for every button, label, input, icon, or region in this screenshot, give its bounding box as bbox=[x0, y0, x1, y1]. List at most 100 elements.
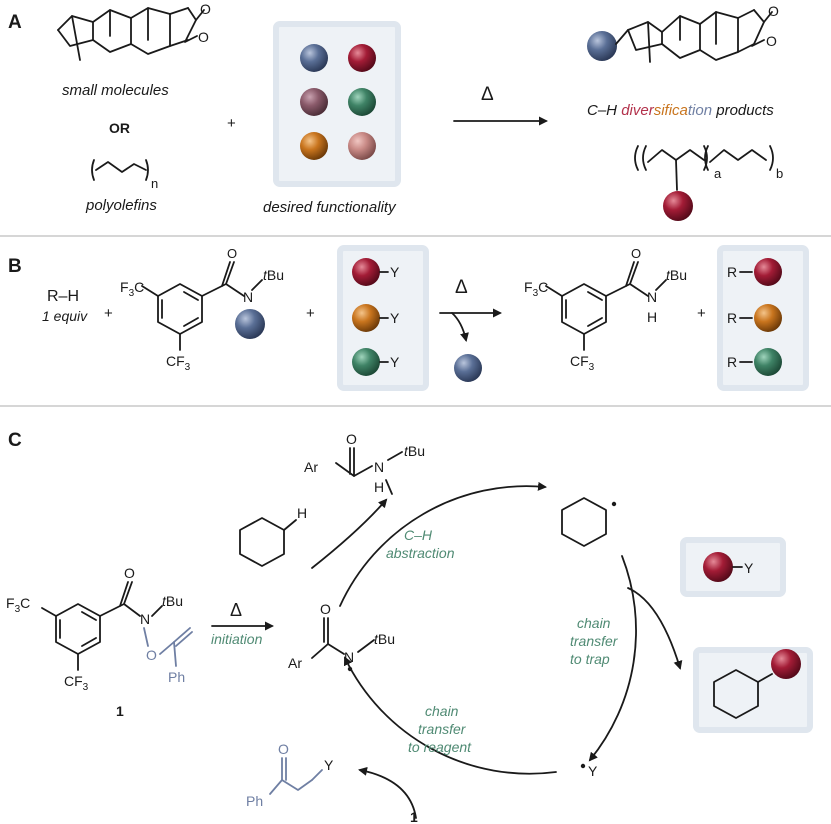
chain-reagent-3: to reagent bbox=[408, 739, 472, 755]
init-o-ether: O bbox=[146, 647, 157, 663]
ball-blue bbox=[300, 44, 328, 72]
ball-orange bbox=[300, 132, 328, 160]
initiator-aryl bbox=[41, 581, 163, 671]
cyclohexane-h bbox=[239, 517, 297, 567]
r-3: R bbox=[727, 354, 737, 370]
amide-o: O bbox=[227, 246, 237, 261]
y-radical-label: Y bbox=[588, 763, 598, 779]
ball-green bbox=[348, 88, 376, 116]
product-ball-green-b bbox=[754, 348, 782, 376]
lactone-o-ring: O bbox=[198, 29, 209, 45]
product-h: H bbox=[647, 309, 657, 325]
top-amide bbox=[335, 447, 403, 495]
panel-label-a: A bbox=[8, 12, 22, 33]
trap-ball-green bbox=[352, 348, 380, 376]
init-f3c: F3C bbox=[6, 595, 30, 615]
product-f3c: F3C bbox=[524, 279, 548, 299]
top-amide-n: N bbox=[374, 459, 384, 475]
product-lactone-o-ring: O bbox=[766, 33, 777, 49]
equiv-label: 1 equiv bbox=[42, 308, 88, 324]
delta-b: Δ bbox=[455, 277, 468, 298]
abstraction-arrow bbox=[311, 498, 388, 569]
chain-trap-2: transfer bbox=[570, 633, 619, 649]
amide-n: N bbox=[243, 289, 253, 305]
cycle-arc-top bbox=[339, 481, 547, 607]
lactone-o-top: O bbox=[200, 1, 211, 17]
rh-label: R–H bbox=[47, 288, 79, 305]
steroid-skeleton-right bbox=[615, 9, 773, 63]
released-ball-blue bbox=[454, 354, 482, 382]
ch-abstraction-1: C–H bbox=[404, 527, 433, 543]
trap-y2: Y bbox=[390, 310, 400, 326]
polymer-ball-red bbox=[663, 191, 693, 221]
top-amide-tbu: tBu bbox=[404, 443, 425, 459]
cycle-arc-bottom bbox=[344, 656, 557, 775]
cyclohexyl-radical bbox=[561, 497, 607, 547]
reagent-1-bottom: 1 bbox=[410, 809, 418, 824]
amidyl-tbu: tBu bbox=[374, 631, 395, 647]
product-o: O bbox=[631, 246, 641, 261]
trap-arrow bbox=[627, 587, 683, 670]
functionalized-polymer bbox=[634, 145, 774, 191]
top-amide-ar: Ar bbox=[304, 459, 318, 475]
product-lactone-o-top: O bbox=[768, 3, 779, 19]
amidyl-o: O bbox=[320, 601, 331, 617]
amide-product bbox=[545, 261, 667, 351]
r-1: R bbox=[727, 264, 737, 280]
steroid-skeleton-left bbox=[57, 7, 205, 61]
cycle-arc-right bbox=[588, 555, 637, 762]
functionality-box bbox=[273, 21, 401, 187]
cycle-product-ball bbox=[771, 649, 801, 679]
desired-functionality-label: desired functionality bbox=[263, 199, 397, 216]
product-tbu: tBu bbox=[666, 267, 687, 283]
trap-ball-orange bbox=[352, 304, 380, 332]
ball-red bbox=[348, 44, 376, 72]
or-label: OR bbox=[109, 120, 130, 136]
initiator-enol bbox=[143, 627, 193, 667]
trap-y3: Y bbox=[390, 354, 400, 370]
init-cf3: CF3 bbox=[64, 673, 89, 693]
init-ph: Ph bbox=[168, 669, 185, 685]
init-compound-number: 1 bbox=[116, 703, 124, 719]
ball-pink bbox=[348, 132, 376, 160]
amidyl-n: N bbox=[344, 649, 354, 665]
cyclohexane-h-label: H bbox=[297, 505, 307, 521]
radical-dot-top bbox=[611, 501, 617, 507]
initiation-label: initiation bbox=[211, 631, 263, 647]
amide-reagent bbox=[141, 261, 263, 351]
product-cf3: CF3 bbox=[570, 353, 595, 373]
radical-dot-y bbox=[580, 763, 586, 769]
polymer-sub-a: a bbox=[714, 166, 722, 181]
amide-f3c: F3C bbox=[120, 279, 144, 299]
delta-c: Δ bbox=[230, 600, 242, 620]
product-ball-blue bbox=[587, 31, 617, 61]
trap-ball-red bbox=[352, 258, 380, 286]
amidyl-radical-dot bbox=[347, 666, 353, 672]
trap-y1: Y bbox=[390, 264, 400, 280]
phenacyl-y bbox=[269, 757, 323, 795]
small-molecules-label: small molecules bbox=[62, 82, 169, 99]
chain-trap-3: to trap bbox=[570, 651, 610, 667]
products-bonds bbox=[739, 271, 753, 363]
trap-bonds bbox=[379, 271, 389, 363]
delta-a: Δ bbox=[481, 84, 494, 105]
cycle-trap-ball bbox=[703, 552, 733, 582]
chain-trap-1: chain bbox=[577, 615, 611, 631]
amide-ball-blue bbox=[235, 309, 265, 339]
phenacyl-ph: Ph bbox=[246, 793, 263, 809]
amide-tbu: tBu bbox=[263, 267, 284, 283]
polyolefins-label: polyolefins bbox=[85, 197, 157, 214]
products-label: C–H diversification products bbox=[587, 102, 774, 119]
product-ball-orange-b bbox=[754, 304, 782, 332]
polyolefin-repeat-unit bbox=[91, 159, 149, 181]
reagent-arrow bbox=[358, 766, 417, 819]
panel-label-c: C bbox=[8, 430, 22, 451]
top-amide-h: H bbox=[374, 479, 384, 495]
phenacyl-o: O bbox=[278, 741, 289, 757]
init-o: O bbox=[124, 565, 135, 581]
chain-reagent-1: chain bbox=[425, 703, 459, 719]
plus-a: + bbox=[227, 115, 236, 132]
polyolefin-n: n bbox=[151, 176, 158, 191]
amidyl-ar: Ar bbox=[288, 655, 302, 671]
